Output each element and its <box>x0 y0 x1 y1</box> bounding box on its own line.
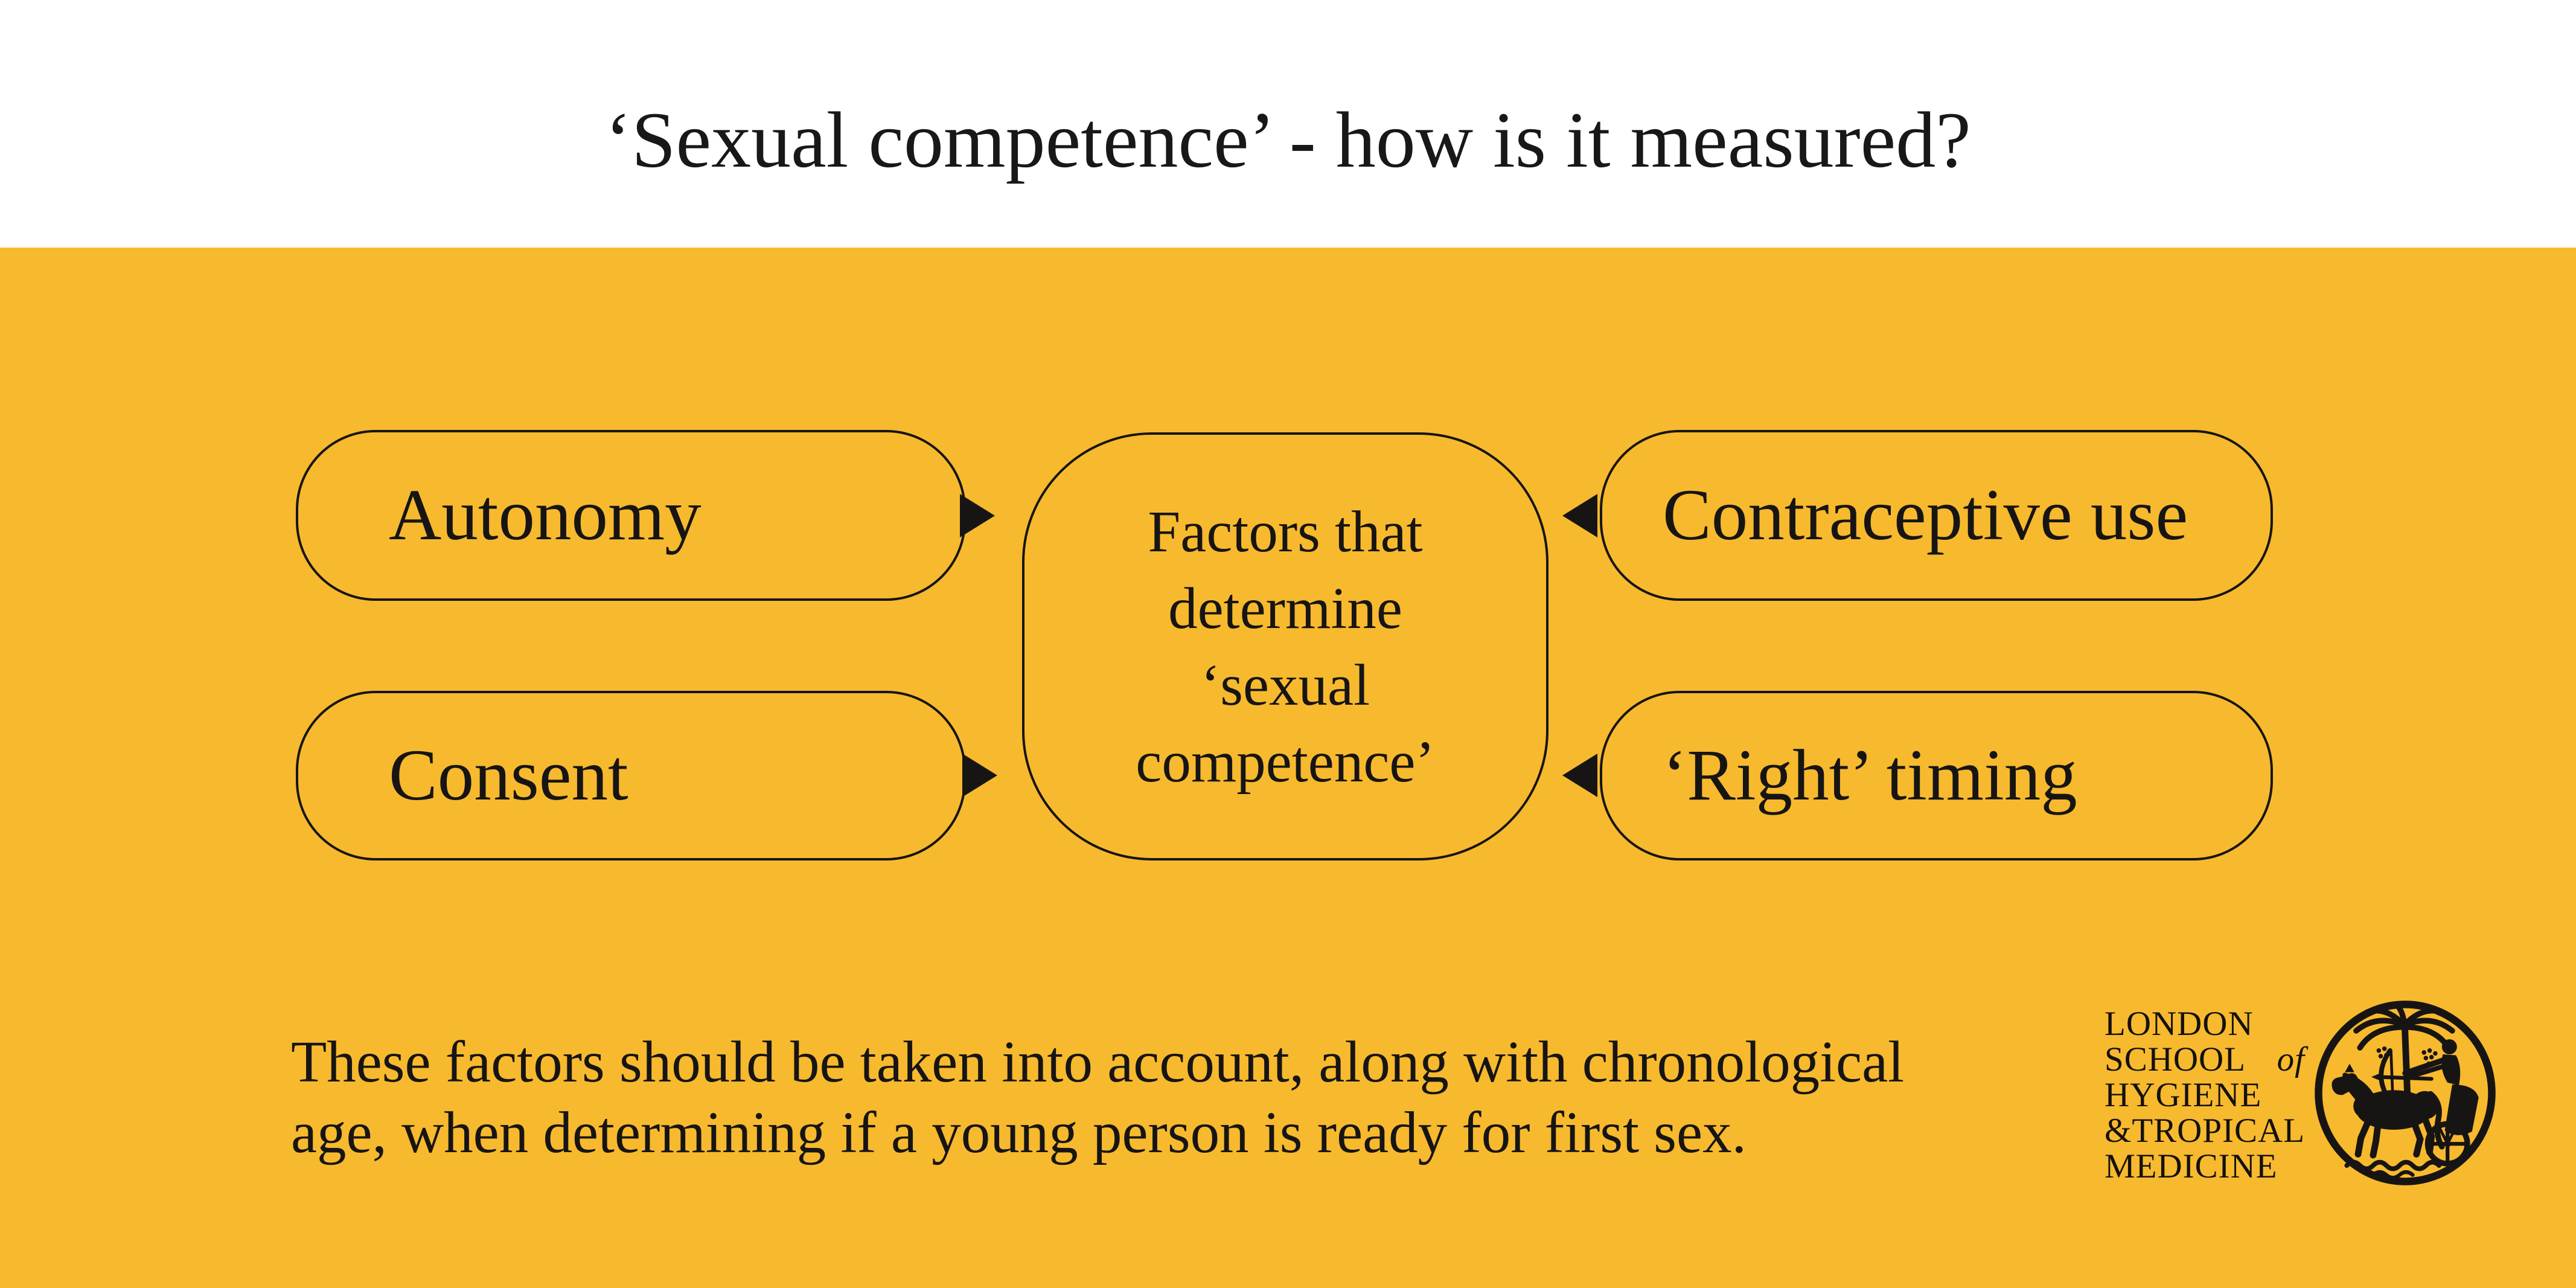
center-line-4: competence’ <box>1136 729 1435 794</box>
lshtm-crest-svg <box>2315 1001 2496 1185</box>
factor-box-contraceptive-use: Contraceptive use <box>1600 430 2273 601</box>
arrow-left-icon <box>1562 494 1597 537</box>
factor-box-right-timing: ‘Right’ timing <box>1600 691 2273 860</box>
page-title: ‘Sexual competence’ - how is it measured… <box>605 95 1971 184</box>
center-line-2: determine <box>1168 575 1402 641</box>
caption-line-2: age, when determining if a young person … <box>291 1100 1747 1165</box>
center-line-3: ‘sexual <box>1200 652 1370 717</box>
caption-line-1: These factors should be taken into accou… <box>291 1030 1905 1094</box>
lshtm-logo-wordmark: LONDON SCHOOL of HYGIENE &TROPICAL MEDIC… <box>2105 1006 2305 1184</box>
caption: These factors should be taken into accou… <box>291 1027 1904 1168</box>
header-band: ‘Sexual competence’ - how is it measured… <box>0 0 2576 248</box>
center-line-1: Factors that <box>1148 499 1423 564</box>
factor-label-consent: Consent <box>389 735 628 816</box>
logo-word-of: of <box>2277 1040 2305 1078</box>
arrow-right-icon <box>962 754 997 797</box>
logo-line-london: LONDON <box>2105 1005 2254 1043</box>
logo-line-hygiene: HYGIENE <box>2105 1076 2262 1114</box>
arrow-right-icon <box>960 494 995 537</box>
logo-line-school-of: SCHOOL of <box>2105 1042 2305 1077</box>
arrow-left-icon <box>1562 754 1597 797</box>
logo-line-medicine: MEDICINE <box>2105 1147 2278 1185</box>
factor-label-autonomy: Autonomy <box>389 475 702 556</box>
logo-line-tropical: &TROPICAL <box>2105 1112 2306 1150</box>
factor-label-right-timing: ‘Right’ timing <box>1663 735 2077 816</box>
factor-box-autonomy: Autonomy <box>296 430 966 601</box>
lshtm-crest-emblem <box>2311 998 2499 1188</box>
center-box-sexual-competence: Factors that determine ‘sexual competenc… <box>1022 432 1548 860</box>
factor-box-consent: Consent <box>296 691 966 860</box>
logo-word-school: SCHOOL <box>2105 1040 2246 1078</box>
factor-label-contraceptive-use: Contraceptive use <box>1663 475 2188 556</box>
